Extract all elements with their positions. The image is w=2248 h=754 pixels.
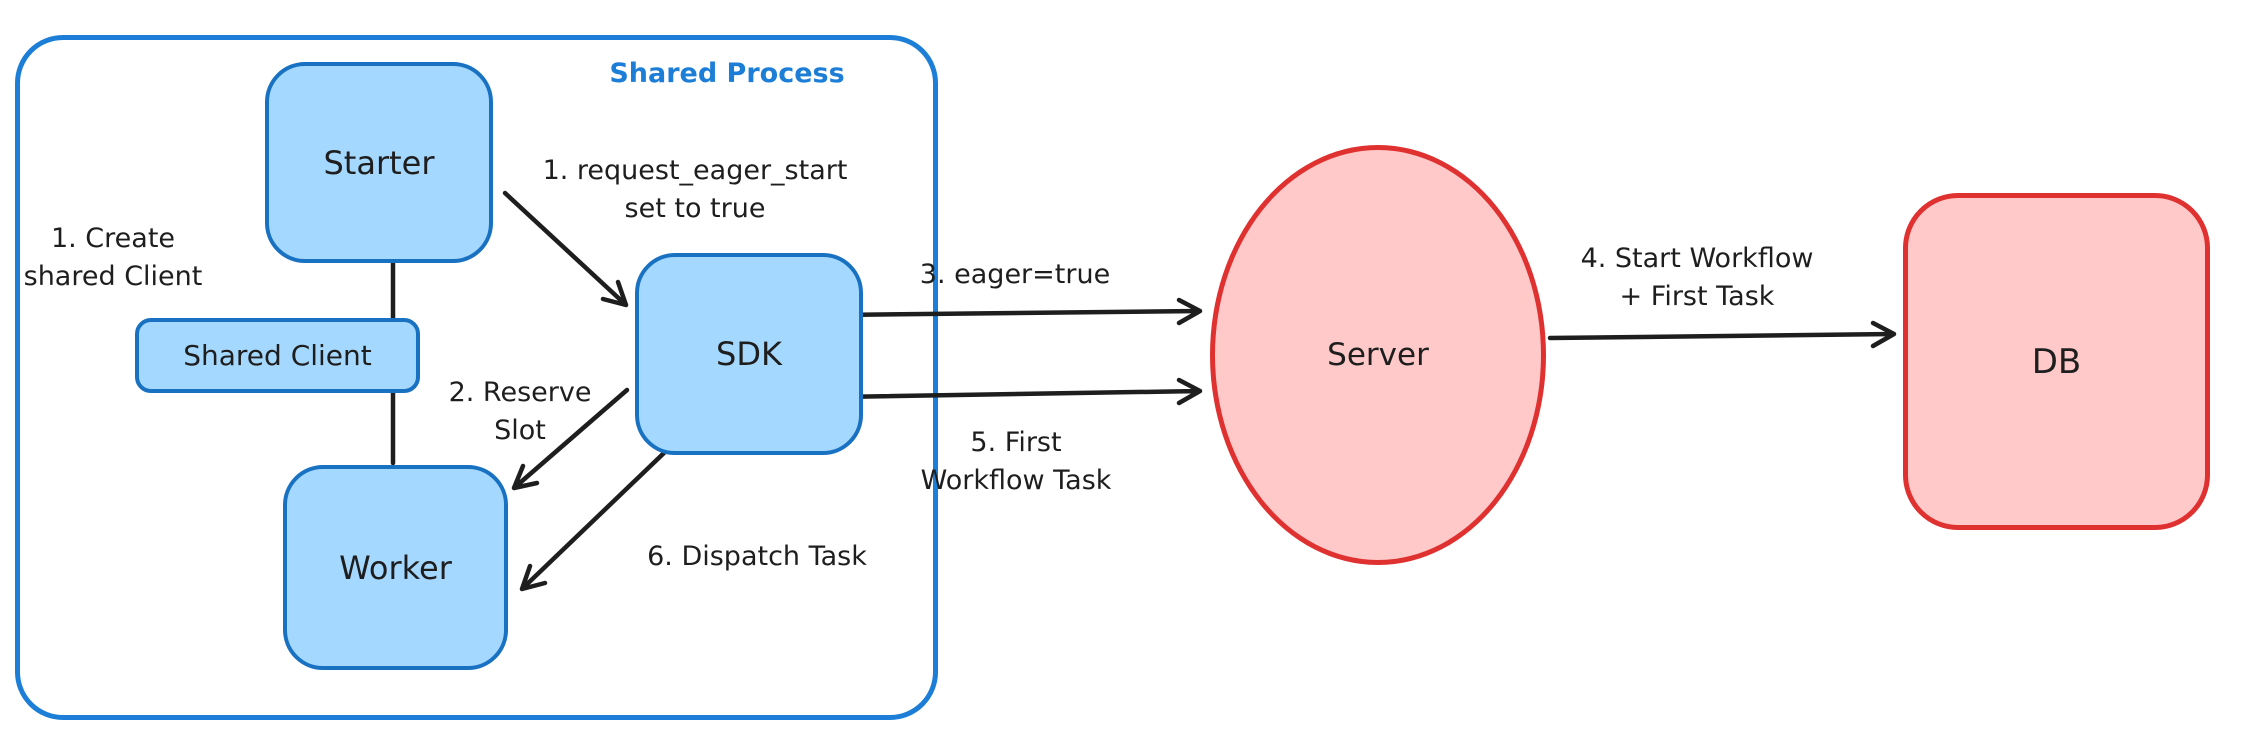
node-db: DB <box>1903 193 2210 530</box>
node-server-label: Server <box>1327 337 1429 373</box>
node-starter: Starter <box>265 62 493 263</box>
node-starter-label: Starter <box>323 143 435 182</box>
edge-label-request-eager-start: 1. request_eager_start set to true <box>542 155 848 224</box>
edge-label-start-workflow: 4. Start Workflow + First Task <box>1580 243 1814 312</box>
shared-process-container <box>15 35 938 720</box>
node-worker: Worker <box>283 465 508 670</box>
node-server: Server <box>1210 145 1546 565</box>
shared-process-title: Shared Process <box>609 58 845 89</box>
node-shared-client: Shared Client <box>135 318 420 393</box>
edge-label-dispatch-task: 6. Dispatch Task <box>647 541 867 572</box>
node-sdk-label: SDK <box>716 335 782 373</box>
node-shared-client-label: Shared Client <box>183 339 372 372</box>
edge-label-eager-true: 3. eager=true <box>919 259 1111 290</box>
edge-label-create-shared-client: 1. Create shared Client <box>23 223 203 292</box>
edge-label-first-workflow-task: 5. First Workflow Task <box>920 427 1112 496</box>
node-worker-label: Worker <box>339 548 452 587</box>
arrow-server-to-db <box>1547 320 1897 349</box>
node-db-label: DB <box>2031 341 2082 382</box>
node-sdk: SDK <box>635 253 863 455</box>
edge-label-reserve-slot: 2. Reserve Slot <box>448 377 592 446</box>
